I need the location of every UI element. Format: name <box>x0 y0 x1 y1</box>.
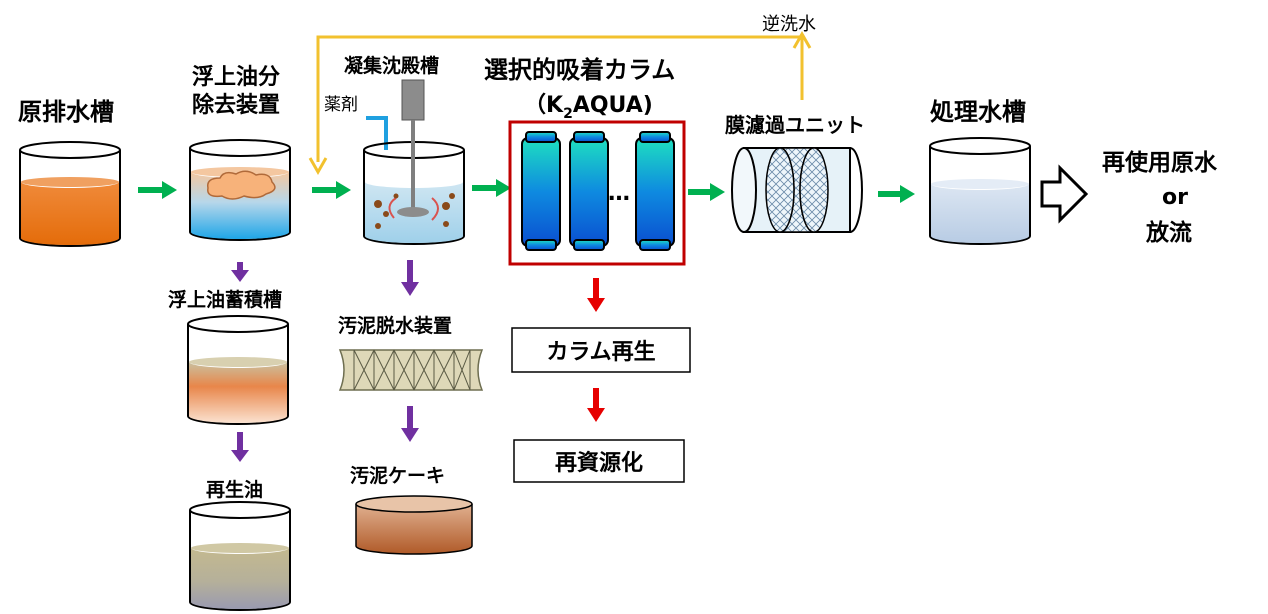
column-1 <box>521 131 561 251</box>
column-regen-label: カラム再生 <box>546 340 655 365</box>
recycle-box: 再資源化 <box>513 439 685 483</box>
outlet-label-1: 再使用原水 <box>1102 150 1218 176</box>
oil-separator-label-1: 浮上油分 <box>192 64 280 90</box>
flow-arrow-2 <box>312 181 351 199</box>
oil-storage-label: 浮上油蓄積槽 <box>168 288 282 311</box>
regen-arrow-2 <box>587 388 605 422</box>
adsorption-column: 選択的吸着カラム （K2AQUA) … <box>484 56 686 266</box>
sludge-dewater-unit <box>338 349 484 391</box>
treated-water-tank: 処理水槽 <box>929 98 1031 245</box>
flow-arrow-3 <box>472 179 511 197</box>
backwash-line: 逆洗水 <box>308 14 816 176</box>
column-2 <box>569 131 609 251</box>
raw-water-tank-label: 原排水槽 <box>18 98 114 126</box>
sludge-dewater-label: 汚泥脱水装置 <box>338 314 452 337</box>
outlet-label-3: 放流 <box>1145 219 1192 246</box>
recycled-oil-label: 再生油 <box>206 478 263 501</box>
membrane-label: 膜濾過ユニット <box>724 113 865 137</box>
flow-arrow-4 <box>688 183 725 201</box>
backwash-label: 逆洗水 <box>762 14 816 35</box>
column-product-prefix: （K <box>524 93 564 118</box>
raw-water-tank: 原排水槽 <box>18 98 121 247</box>
outlet-labels: 再使用原水 or 放流 <box>1102 150 1218 246</box>
sludge-cake-label: 汚泥ケーキ <box>350 465 445 487</box>
outlet-label-2: or <box>1162 185 1188 210</box>
column-regen-box: カラム再生 <box>511 327 691 373</box>
column-title: 選択的吸着カラム <box>484 56 675 84</box>
recycle-label: 再資源化 <box>555 450 643 476</box>
column-product-label: （K2AQUA) <box>524 93 653 122</box>
column-ellipsis: … <box>608 181 630 206</box>
chemicals-label: 薬剤 <box>324 95 358 115</box>
flow-arrow-1 <box>138 181 177 199</box>
column-3 <box>635 131 675 251</box>
column-product-suffix: AQUA) <box>573 93 653 118</box>
flow-arrow-5 <box>878 185 915 203</box>
oil-separator: 浮上油分 除去装置 <box>189 64 291 241</box>
coag-tank-label: 凝集沈殿槽 <box>344 54 439 77</box>
treated-tank-label: 処理水槽 <box>930 98 1026 126</box>
sludge-arrow-1 <box>401 260 419 296</box>
oil-separator-label-2: 除去装置 <box>192 92 280 118</box>
sludge-cake: 汚泥ケーキ <box>350 465 473 555</box>
sludge-arrow-2 <box>401 406 419 442</box>
chemical-arrow <box>366 116 388 158</box>
oil-storage-tank: 浮上油蓄積槽 <box>168 288 289 425</box>
oil-branch-arrow-1 <box>231 262 249 282</box>
coagulation-tank: 凝集沈殿槽 薬剤 <box>324 54 465 245</box>
regen-arrow-1 <box>587 278 605 312</box>
recycled-oil-tank: 再生油 <box>189 478 291 611</box>
column-product-sub: 2 <box>563 106 573 122</box>
oil-branch-arrow-2 <box>231 432 249 462</box>
outlet-arrow <box>1040 164 1089 224</box>
membrane-unit: 膜濾過ユニット <box>724 113 865 233</box>
